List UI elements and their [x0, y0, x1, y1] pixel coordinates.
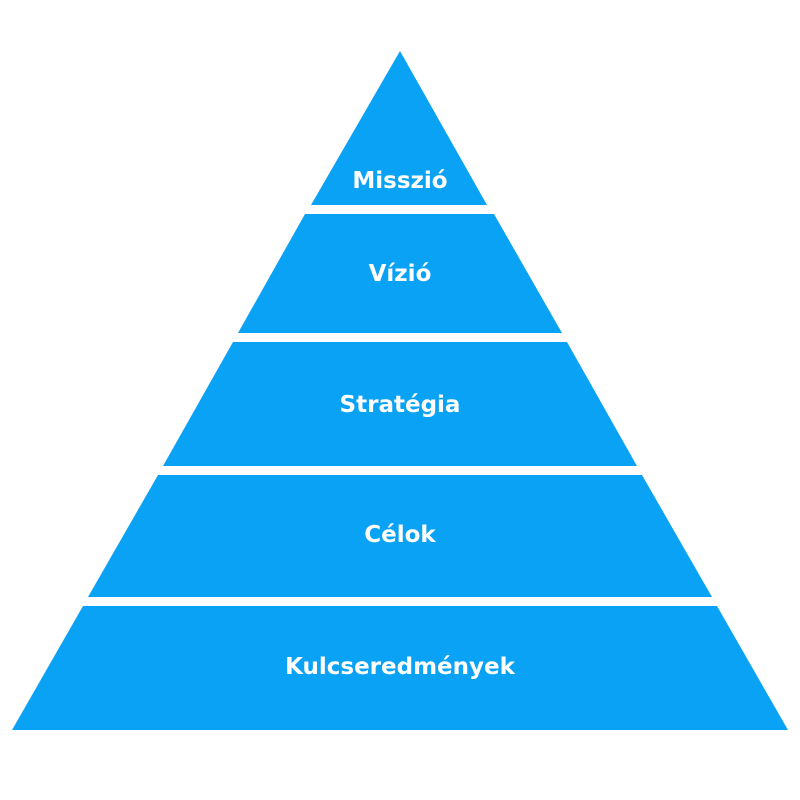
- tier-label-vision: Vízió: [369, 261, 432, 287]
- tier-shape-strategy: [163, 342, 637, 466]
- tier-shape-mission: [311, 51, 487, 205]
- tier-shape-key-results: [12, 606, 788, 730]
- pyramid-tier-mission: Misszió: [311, 51, 487, 205]
- tier-label-mission: Misszió: [352, 168, 447, 194]
- pyramid-tier-key-results: Kulcseredmények: [12, 606, 788, 730]
- pyramid-tier-strategy: Stratégia: [163, 342, 637, 466]
- tier-label-key-results: Kulcseredmények: [285, 654, 516, 680]
- tier-shape-vision: [238, 214, 562, 333]
- tier-label-strategy: Stratégia: [340, 392, 461, 418]
- tier-label-goals: Célok: [364, 522, 436, 548]
- pyramid-tier-goals: Célok: [88, 475, 712, 597]
- pyramid-tier-vision: Vízió: [238, 214, 562, 333]
- tier-shape-goals: [88, 475, 712, 597]
